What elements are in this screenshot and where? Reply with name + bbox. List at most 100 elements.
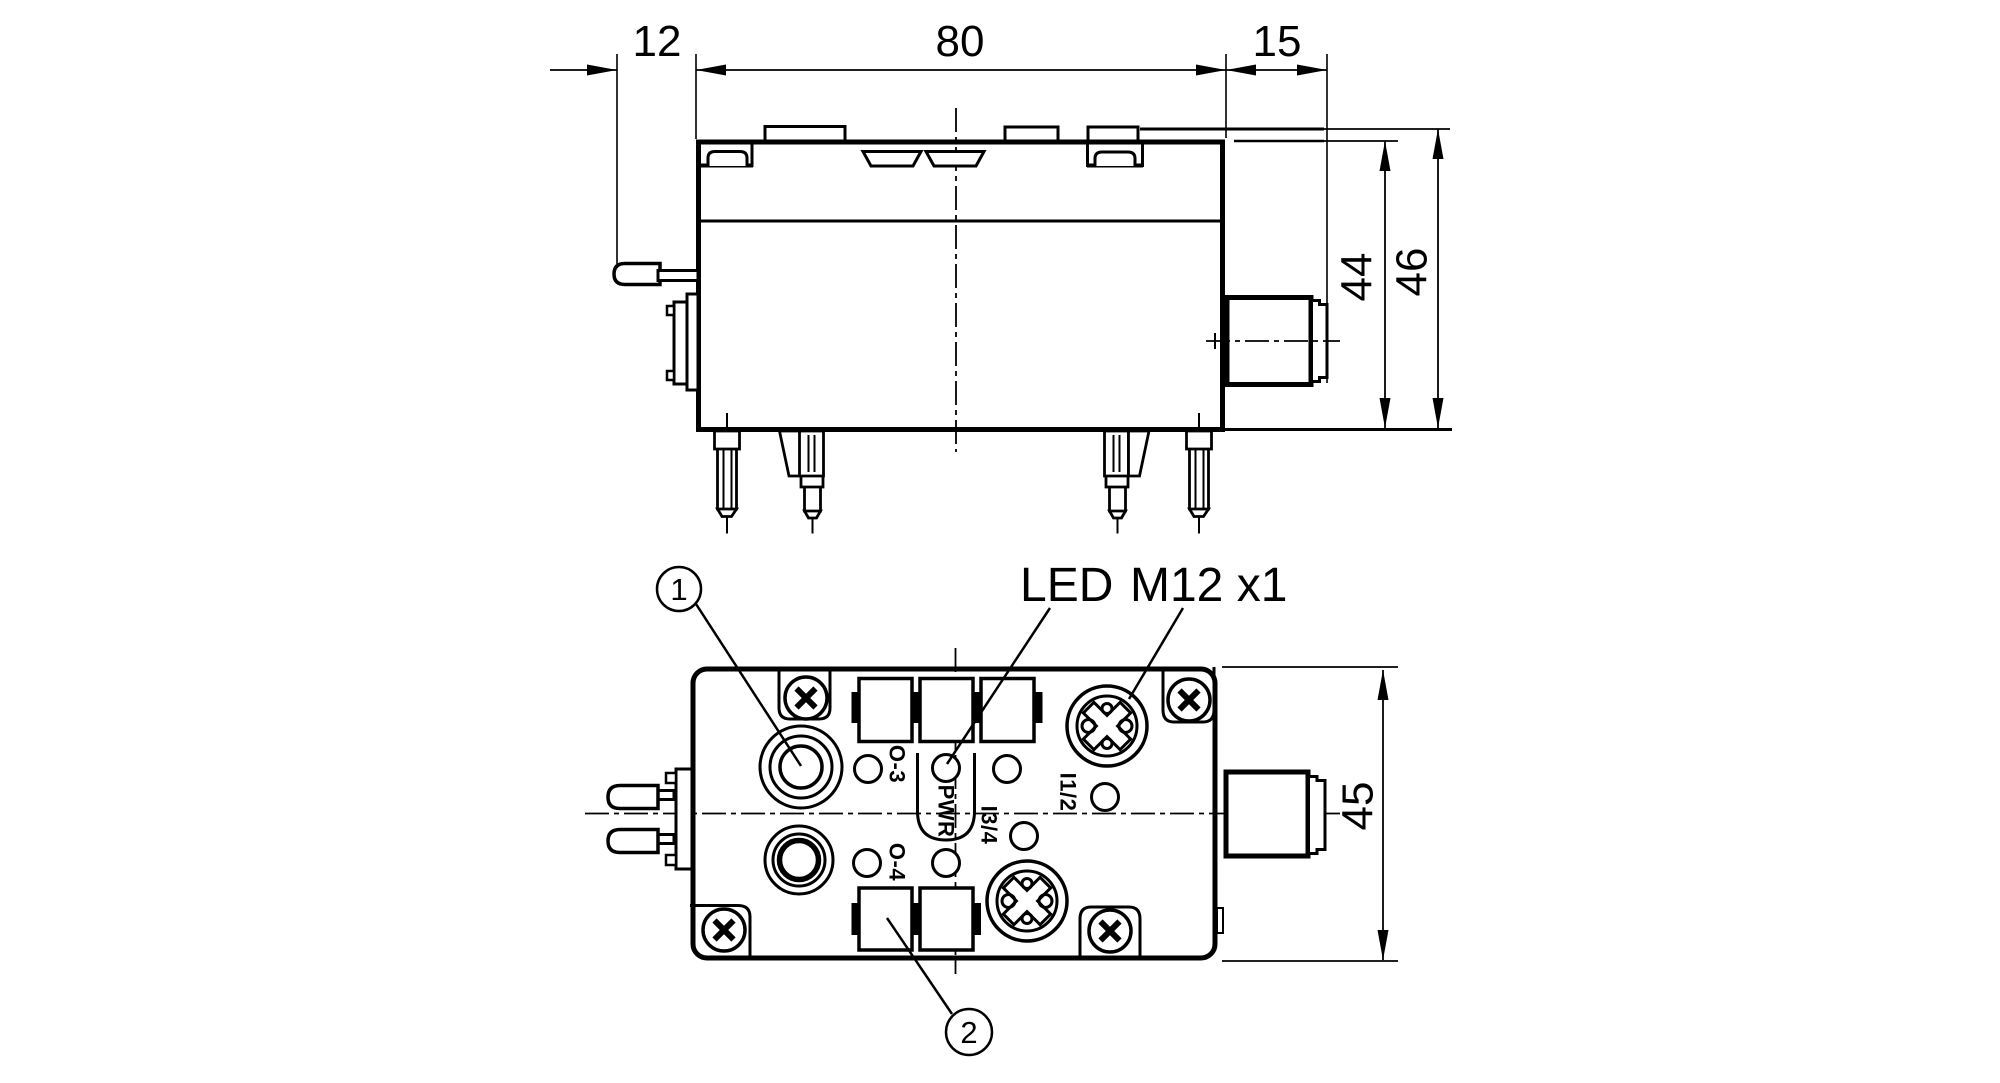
led-o4-indicator [852,848,882,878]
m12-inner-ring [1075,694,1139,758]
dimension-45: 45 [1333,670,1389,960]
led-o3-indicator [853,754,883,784]
left-prong-top [606,783,660,811]
pin-3-snap-leg [1127,429,1151,478]
screw-housing [1078,905,1142,960]
extension-lines-bottom-view [1222,666,1398,962]
side-mount-clip-bar [672,300,689,386]
dimension-15: 15 [1226,17,1327,76]
pin-3-body [1103,429,1130,520]
screw-housing [690,904,752,960]
connector-callout-labels: LED M12 x1 [945,559,1287,765]
pin-4-detail-lines [1194,413,1205,534]
pin-2 [777,429,825,534]
m12-inner-ring [995,869,1059,933]
dim-text-46: 46 [1387,248,1436,297]
port-tab [973,903,981,935]
port-tab [851,903,859,935]
side-view [612,108,1340,534]
socket-middle-ring [768,734,834,800]
slot-trapezoid-right [923,150,987,168]
screw-bottom-left [690,904,752,960]
dim-text-12: 12 [633,17,682,66]
dim-text-45: 45 [1333,782,1382,831]
callout-1-number: 1 [670,572,687,607]
m12-pin-hole [1000,893,1017,909]
label-o4: O-4 [884,843,909,881]
m12-pin-hole [1117,718,1134,734]
pin-1-body [713,429,741,518]
dim-text-15: 15 [1253,17,1302,66]
side-clip-notch-top [665,304,676,317]
led-pwr-indicator-bottom [931,848,961,878]
dim-arrowheads [1226,64,1327,76]
m12-socket-bottom [985,859,1069,943]
dim-arrowheads [1432,129,1444,428]
extension-lines-top [616,54,1328,383]
port-tab [912,692,920,723]
dimension-44: 44 [1332,141,1391,428]
screw-top-left [777,667,832,721]
dim-arrowheads [1379,141,1391,428]
slot-trapezoid-left [860,150,924,168]
left-bracket-notch-bottom [664,853,678,867]
round-socket-2 [763,824,835,896]
pin-2-detail-lines [807,435,816,534]
dome-detail-left [706,150,749,166]
port-block-bottom-1 [857,886,914,952]
label-o3: O-3 [884,745,909,783]
side-left-prong-neck [656,269,700,282]
pin-3 [1103,429,1151,534]
port-block-top-2 [918,676,975,744]
dome-detail-right [1093,150,1137,166]
screw-cross-icon [1177,688,1201,712]
m12-pin-hole [1020,912,1034,925]
side-body-outline [696,139,1225,432]
screw-cross-icon [712,918,736,942]
bottom-connector-stub [1223,769,1311,859]
m12-leader-line [1127,607,1185,700]
pin-3-detail-lines [1112,435,1121,534]
compartment-right-walls [1086,142,1144,167]
top-tab-left [763,125,847,143]
socket-inner-ring [776,837,822,883]
m12-socket-top [1065,684,1149,768]
port-tab [851,692,859,723]
callout-2-leader-line [885,917,954,1015]
m12-pin-hole [1100,737,1114,750]
left-bracket-notch-top [664,771,678,785]
callout-2-number: 2 [960,1015,977,1050]
left-prong-bottom [606,827,660,855]
port-block-top-3 [979,676,1036,744]
round-socket-1 [758,724,844,810]
socket-inner-ring [778,744,824,790]
screw-bottom-right [1078,905,1142,960]
screw-top-right [1161,667,1216,724]
side-mount-clip-plate [685,292,700,392]
socket-middle-ring [771,832,827,888]
led-i34-indicator-bottom [1009,821,1039,851]
port-tab [973,692,981,723]
port-block-top-1 [857,676,914,744]
pin-2-body [798,429,825,520]
led-pwr-indicator-top [931,753,961,783]
side-left-prong [612,261,662,287]
screw-cross-icon [1098,919,1122,943]
dim-arrowheads [1377,670,1389,960]
label-i34: I3/4 [976,806,1001,845]
label-i12: I1/2 [1055,773,1080,812]
m12-pin-hole [1080,718,1097,734]
m12-pin-hole [1037,893,1054,909]
callout-1: 1 [655,565,803,767]
pin-4-body [1185,429,1213,518]
port-tab [912,903,920,935]
led-leader-line [945,607,1052,765]
screw-cross-icon [794,686,818,710]
side-clip-notch-bottom [665,369,676,382]
label-pwr: PWR [933,785,958,838]
dim-text-44: 44 [1332,253,1381,302]
port-block-bottom-2 [918,886,975,952]
callout-2: 2 [885,917,994,1057]
